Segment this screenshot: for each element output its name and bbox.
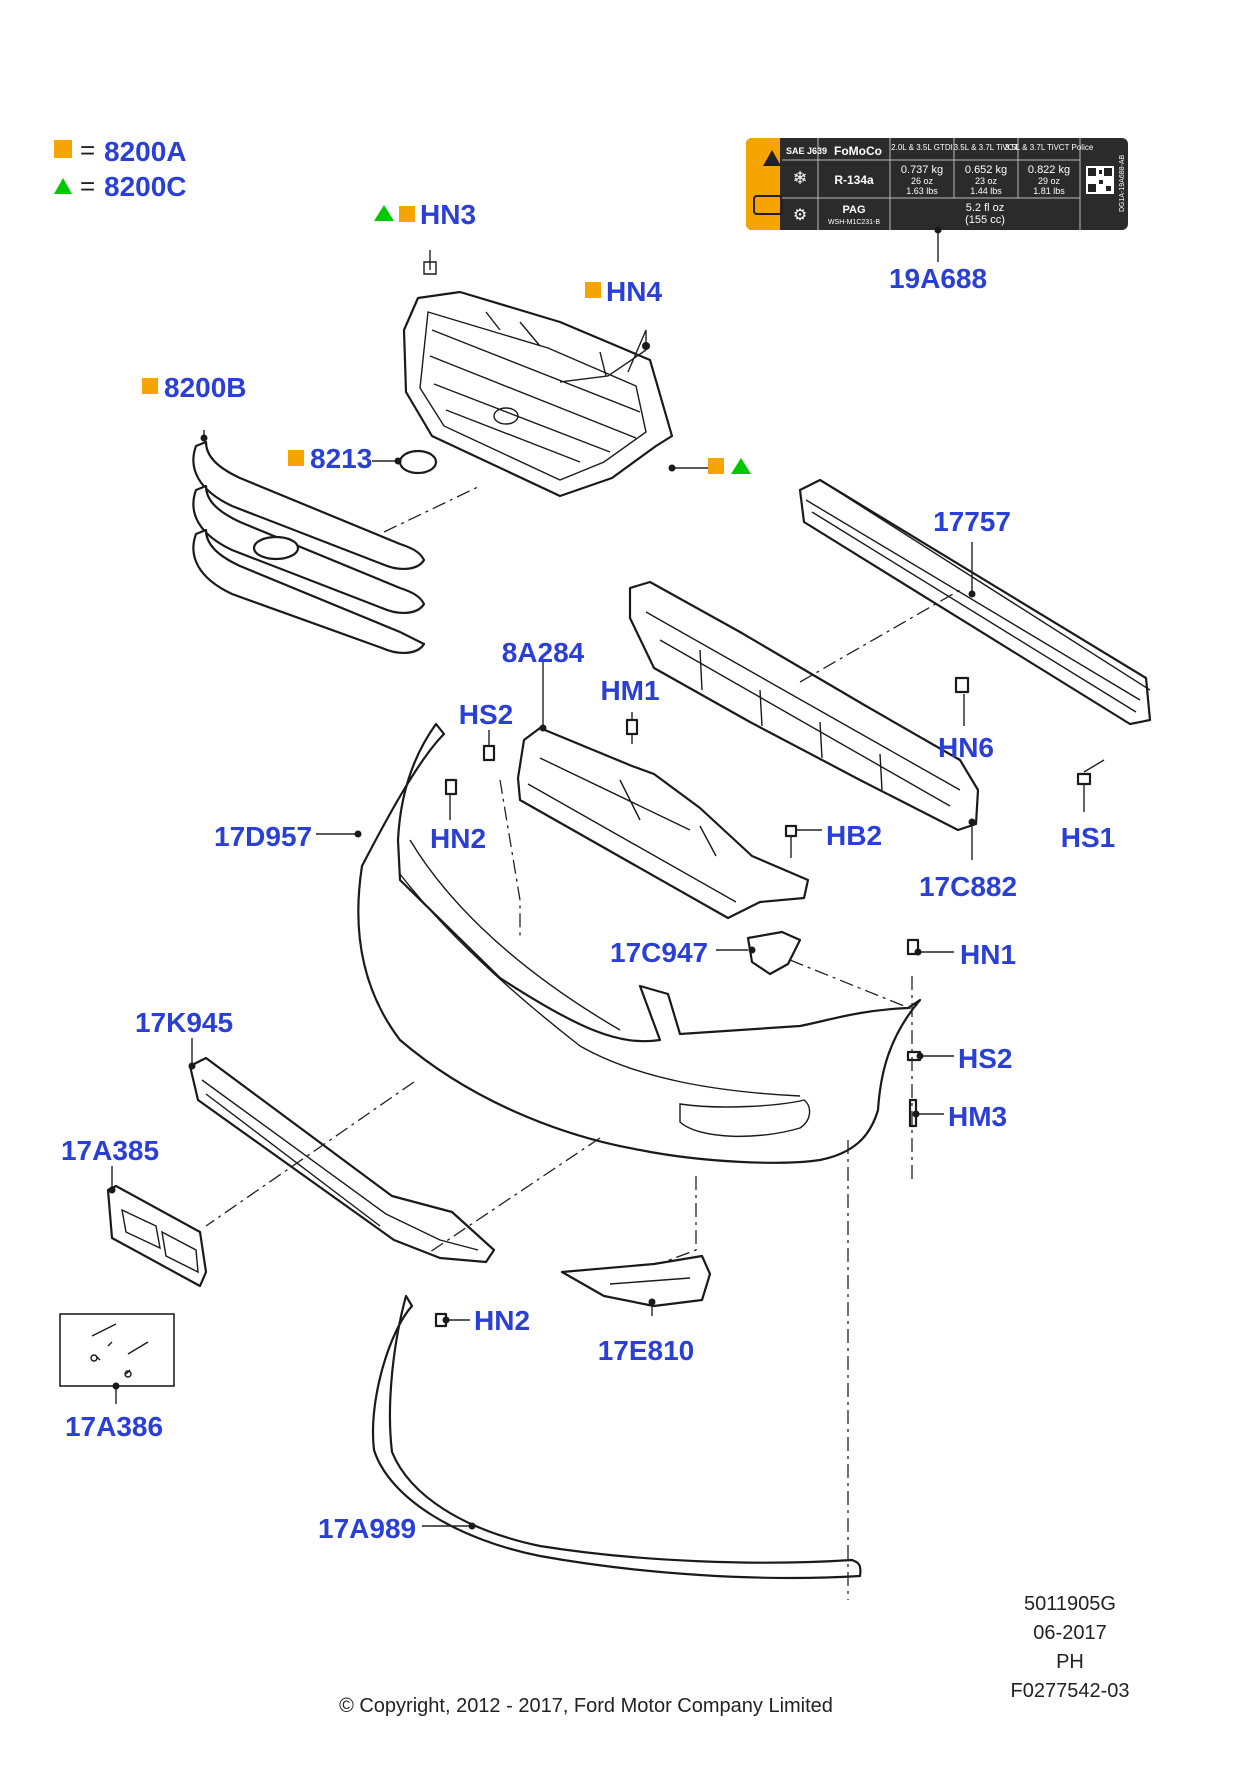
grille-triangle-icon (731, 458, 751, 474)
clip-HN2-bottom (434, 1312, 448, 1328)
label-HN1: HN1 (960, 939, 1016, 970)
lower-grille-17K945 (188, 1056, 496, 1264)
label-17C947: 17C947 (610, 937, 708, 968)
label-HN2-top: HN2 (430, 823, 486, 854)
hn3-square-icon (399, 206, 415, 222)
label-17A989: 17A989 (318, 1513, 416, 1544)
figure-number: F0277542-03 (1011, 1680, 1130, 1702)
clip-HN6 (954, 676, 970, 694)
label-HN6: HN6 (938, 732, 994, 763)
ac-charge-3-kg: 0.822 kg (1028, 164, 1070, 176)
part-labels: HN3 HN4 8200B 8213 19A688 17757 8A284 HS… (61, 199, 1115, 1544)
hn4-square-icon (585, 282, 601, 298)
label-17A385: 17A385 (61, 1135, 159, 1166)
upper-grille (402, 290, 674, 498)
label-HB2: HB2 (826, 820, 882, 851)
label-17D957: 17D957 (214, 821, 312, 852)
energy-absorber-17C882 (628, 580, 980, 832)
ac-header-2: 3.5L & 3.7L TiVCT (954, 143, 1019, 152)
label-HN3: HN3 (420, 199, 476, 230)
label-HS2-bottom: HS2 (958, 1043, 1012, 1074)
label-8213: 8213 (310, 443, 372, 474)
ac-brand: FoMoCo (834, 144, 882, 158)
clip-HN2-top (444, 778, 458, 796)
ac-charge-1-oz: 26 oz (911, 176, 934, 186)
8213-square-icon (288, 450, 304, 466)
grille-square-icon (708, 458, 724, 474)
label-19A688: 19A688 (889, 263, 987, 294)
copyright: © Copyright, 2012 - 2017, Ford Motor Com… (339, 1695, 833, 1717)
bracket-17C947 (746, 930, 802, 976)
label-HN2-bottom: HN2 (474, 1305, 530, 1336)
clip-HM1 (625, 718, 639, 736)
ac-label-19A688: SAE J639 FoMoCo 2.0L & 3.5L GTDI 3.5L & … (746, 138, 1128, 262)
ac-charge-2-oz: 23 oz (975, 176, 998, 186)
gear-icon: ⚙ (793, 207, 807, 224)
label-17E810: 17E810 (598, 1335, 695, 1366)
ac-oil-amount: 5.2 fl oz (966, 202, 1005, 214)
warning-triangle-icon (763, 150, 781, 166)
ac-header-3: 3.5L & 3.7L TiVCT Police (1005, 143, 1094, 152)
label-8200B: 8200B (164, 372, 247, 403)
label-HS1: HS1 (1061, 822, 1115, 853)
8200B-square-icon (142, 378, 158, 394)
ac-oil-spec: WSH-M1C231-B (828, 219, 880, 226)
bezel-17E810 (560, 1254, 712, 1308)
ac-oil: PAG (842, 204, 865, 216)
label-HN4: HN4 (606, 276, 662, 307)
label-HM1: HM1 (600, 675, 659, 706)
ac-standard: SAE J639 (786, 146, 827, 156)
ac-header-1: 2.0L & 3.5L GTDI (891, 143, 953, 152)
ac-charge-2-lbs: 1.44 lbs (970, 186, 1002, 196)
label-17A386: 17A386 (65, 1411, 163, 1442)
label-8A284: 8A284 (502, 637, 585, 668)
oil-can-icon (753, 195, 783, 215)
ac-charge-2-kg: 0.652 kg (965, 164, 1007, 176)
ac-charge-3-lbs: 1.81 lbs (1033, 186, 1065, 196)
ac-oil-amount-cc: (155 cc) (965, 214, 1005, 226)
legend-equals-1: = (80, 135, 95, 165)
ac-charge-1-lbs: 1.63 lbs (906, 186, 938, 196)
screw-HS2-bottom (906, 1050, 922, 1062)
label-HM3: HM3 (948, 1101, 1007, 1132)
label-HS2-top: HS2 (459, 699, 513, 730)
plate-bracket-17A385 (106, 1184, 208, 1288)
doc-number: 5011905G (1024, 1593, 1116, 1615)
doc-date: 06-2017 (1033, 1622, 1106, 1644)
ac-charge-3-oz: 29 oz (1038, 176, 1061, 186)
legend-triangle-marker (54, 178, 72, 194)
legend-square-marker (54, 140, 72, 158)
assembly-centerlines (205, 485, 961, 1600)
footer: 5011905G 06-2017 PH F0277542-03 © Copyri… (339, 1593, 1129, 1717)
ac-charge-1-kg: 0.737 kg (901, 164, 943, 176)
support-8A284 (516, 726, 810, 920)
ac-refrigerant: R-134a (834, 173, 874, 187)
label-17757: 17757 (933, 506, 1011, 537)
hn3-triangle-icon (374, 205, 394, 221)
fastener-kit-17A386 (59, 1313, 175, 1387)
spoiler-17A989 (371, 1294, 862, 1580)
legend: = 8200A = 8200C (54, 135, 187, 202)
emblem-8213 (398, 449, 438, 475)
bumper-reinforcement-17757 (798, 478, 1152, 726)
screw-HS2-top (482, 744, 496, 762)
label-17K945: 17K945 (135, 1007, 233, 1038)
screw-HS1 (1076, 772, 1092, 786)
legend-code-8200A: 8200A (104, 136, 187, 167)
legend-code-8200C: 8200C (104, 171, 187, 202)
snowflake-icon: ❄ (792, 168, 807, 188)
bolt-HB2 (784, 824, 798, 838)
grille-bars-8200B (192, 440, 426, 654)
legend-equals-2: = (80, 171, 95, 201)
label-17C882: 17C882 (919, 871, 1017, 902)
doc-code: PH (1056, 1651, 1084, 1673)
bumper-cover-17D957 (357, 722, 922, 1164)
ac-side-code: DG1A-19A688-AB (1119, 154, 1126, 212)
